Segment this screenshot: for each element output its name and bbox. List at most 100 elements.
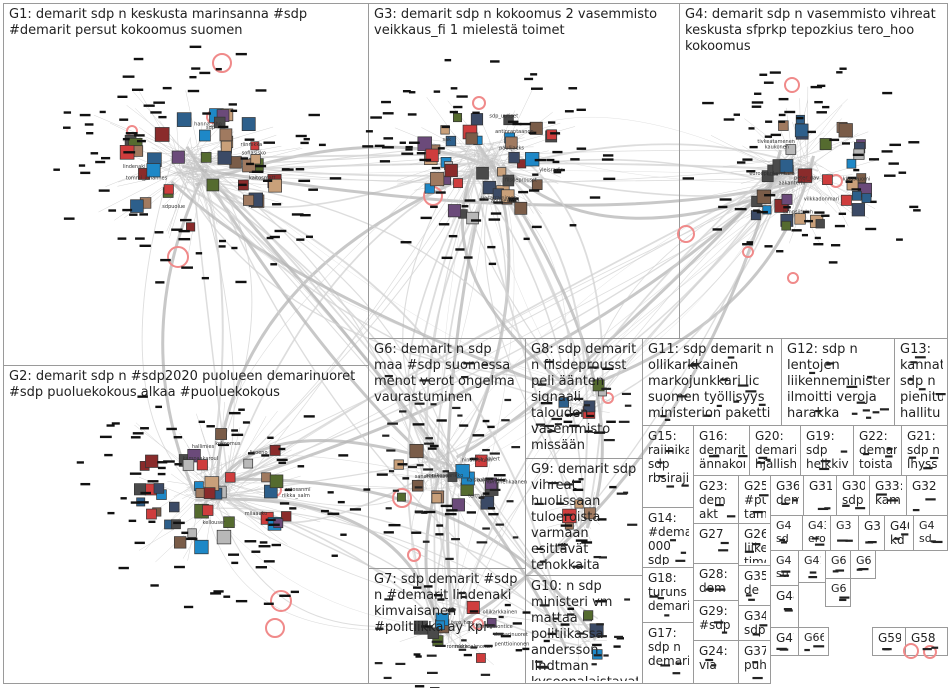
isolate-node xyxy=(191,67,201,70)
isolate-node xyxy=(269,235,280,239)
node-username-label: markoalmonen xyxy=(455,644,493,650)
user-node xyxy=(447,204,462,218)
isolate-node xyxy=(764,245,773,248)
self-loop-marker xyxy=(472,618,484,630)
user-node xyxy=(225,472,236,483)
user-node xyxy=(781,220,791,231)
isolate-node xyxy=(535,660,543,663)
user-node xyxy=(508,151,520,164)
isolate-node xyxy=(908,141,920,144)
edge xyxy=(450,616,454,648)
isolate-node xyxy=(376,473,388,476)
self-loop-marker xyxy=(472,96,486,110)
isolate-node xyxy=(867,375,873,379)
node-username-label: kaiskulma xyxy=(467,477,492,483)
isolate-node xyxy=(80,171,91,175)
isolate-node xyxy=(764,135,773,138)
isolate-node xyxy=(402,477,410,480)
edge xyxy=(577,618,580,663)
user-node xyxy=(840,194,852,206)
user-node xyxy=(411,479,424,492)
isolate-node xyxy=(272,203,282,206)
isolate-node xyxy=(885,455,893,458)
isolate-node xyxy=(231,433,244,437)
edge xyxy=(785,173,844,207)
user-node xyxy=(219,128,233,142)
user-node xyxy=(216,529,232,545)
isolate-node xyxy=(616,637,625,640)
isolate-node xyxy=(384,598,394,601)
isolate-node xyxy=(106,424,115,427)
isolate-node xyxy=(78,164,86,167)
edge xyxy=(446,618,495,645)
node-username-label: mtimonenkaanen xyxy=(483,480,527,486)
isolate-node xyxy=(140,491,151,495)
group-label-g20: G20: demarit hjallish xyxy=(755,429,796,471)
isolate-node xyxy=(781,570,791,573)
isolate-node xyxy=(388,523,401,527)
edge xyxy=(575,508,592,543)
group-label-g2: G2: demarit sdp n #sdp2020 puolueen dema… xyxy=(9,369,360,400)
user-node xyxy=(482,180,496,195)
edge xyxy=(190,170,218,221)
isolate-node xyxy=(407,465,418,469)
isolate-node xyxy=(120,497,127,500)
node-username-label: lampsiitalah xyxy=(782,209,813,215)
edge xyxy=(185,90,199,152)
isolate-node xyxy=(469,457,478,461)
edge xyxy=(481,164,595,397)
isolate-node xyxy=(299,213,311,217)
edge xyxy=(448,149,782,631)
isolate-node xyxy=(726,515,736,518)
isolate-node xyxy=(435,644,446,647)
isolate-node xyxy=(909,205,919,209)
isolate-node xyxy=(436,419,447,422)
isolate-node xyxy=(723,118,735,121)
isolate-node xyxy=(401,152,414,155)
isolate-node xyxy=(881,150,893,153)
isolate-node xyxy=(544,424,555,428)
isolate-node xyxy=(624,404,632,407)
isolate-node xyxy=(816,111,827,114)
isolate-node xyxy=(552,617,559,620)
edge xyxy=(578,509,592,530)
isolate-node xyxy=(779,574,789,577)
group-label-g24: G24: via xyxy=(699,644,732,672)
edge xyxy=(445,171,490,611)
isolate-node xyxy=(223,595,231,598)
isolate-node xyxy=(925,498,936,501)
isolate-node xyxy=(547,430,556,433)
isolate-node xyxy=(758,456,768,459)
edge xyxy=(201,172,224,502)
edge xyxy=(436,166,796,459)
isolate-node xyxy=(349,508,362,511)
isolate-node xyxy=(519,122,531,126)
edge xyxy=(576,528,586,539)
isolate-node xyxy=(155,405,163,409)
isolate-node xyxy=(865,227,877,231)
isolate-node xyxy=(804,648,810,652)
edge xyxy=(197,180,566,400)
isolate-node xyxy=(583,404,591,407)
isolate-node xyxy=(879,408,889,411)
edge xyxy=(467,158,496,220)
isolate-node xyxy=(518,190,529,194)
isolate-node xyxy=(923,467,933,470)
group-label-g35: G35: de xyxy=(744,569,766,597)
isolate-node xyxy=(856,401,866,404)
isolate-node xyxy=(463,653,472,657)
group-label-g34: G34: sdp xyxy=(744,609,766,637)
isolate-node xyxy=(713,454,719,457)
isolate-node xyxy=(821,214,830,217)
isolate-node xyxy=(327,512,340,515)
self-loop-marker xyxy=(265,618,285,638)
node-username-label: elmogmontice xyxy=(477,624,513,630)
group-box-g37 xyxy=(738,640,771,684)
isolate-node xyxy=(575,539,588,542)
isolate-node xyxy=(411,531,422,534)
isolate-node xyxy=(869,158,880,161)
isolate-node xyxy=(830,244,841,247)
edge xyxy=(587,163,817,390)
edge xyxy=(144,483,203,551)
isolate-node xyxy=(117,237,127,240)
